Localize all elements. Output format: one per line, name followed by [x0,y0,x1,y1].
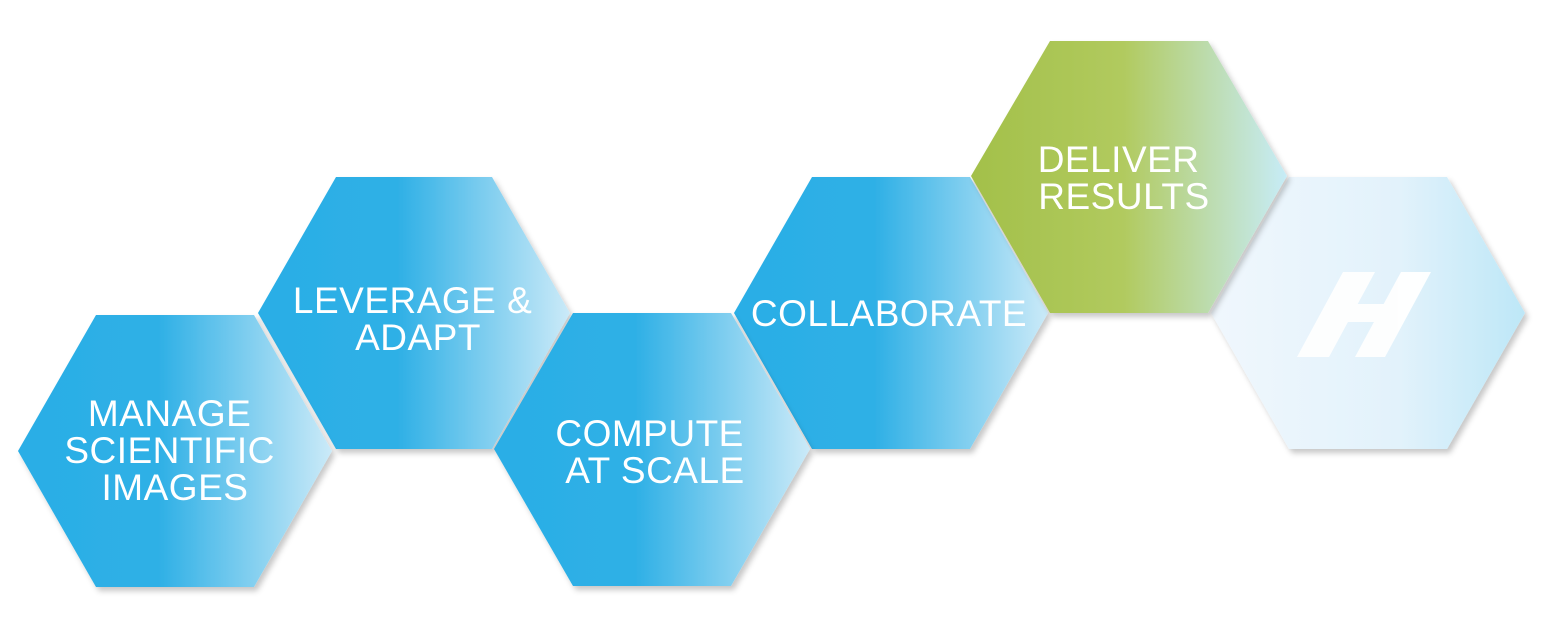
hexagon-deliver-results: DELIVER RESULTS [971,41,1287,313]
label-line: ADAPT [355,317,481,358]
hexagon-shape [734,177,1048,449]
hexagon-manage-scientific-images: MANAGE SCIENTIFIC IMAGES [18,315,332,587]
hexagon-label: COMPUTE AT SCALE [555,413,754,491]
hexagon-shape [494,313,810,586]
logo-mark-icon [1297,272,1431,357]
label-line: DELIVER [1038,139,1200,180]
label-line: RESULTS [1038,176,1209,217]
label-line: COLLABORATE [751,293,1027,334]
hexagon-compute-at-scale: COMPUTE AT SCALE [494,313,810,586]
hexagon-label: COLLABORATE [751,293,1027,334]
label-line: COMPUTE [555,413,744,454]
hexagon-shape [18,315,332,587]
hexagon-label: MANAGE SCIENTIFIC IMAGES [64,393,285,508]
label-line: AT SCALE [565,450,744,491]
label-line: MANAGE [88,393,251,434]
label-line: IMAGES [102,467,249,508]
hexagon-logo [1211,177,1525,449]
hexagon-collaborate: COLLABORATE [734,177,1048,449]
label-line: SCIENTIFIC [64,430,275,471]
hexagon-shape [258,177,570,449]
hexagon-leverage-adapt: LEVERAGE & ADAPT [258,177,570,449]
hexagon-label: DELIVER RESULTS [1038,139,1211,217]
label-line: LEVERAGE & [293,280,532,321]
hexagon-label: LEVERAGE & ADAPT [293,280,543,358]
hexagon-shape [971,41,1287,313]
